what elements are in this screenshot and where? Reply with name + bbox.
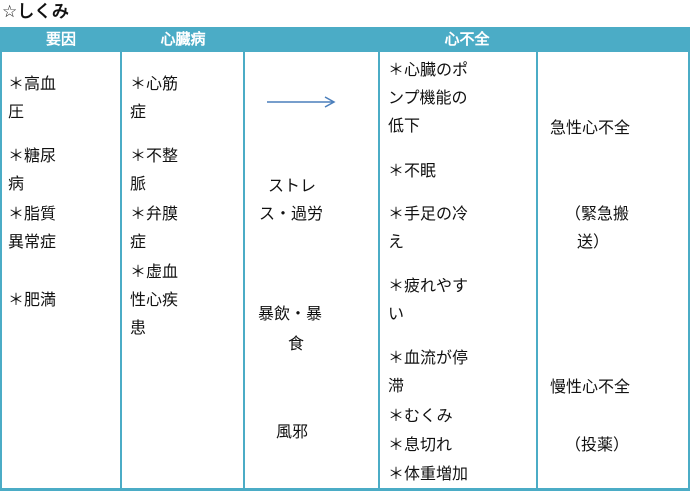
table-header: 要因 心臓病 心不全 — [0, 27, 690, 52]
disease-item: 症 — [130, 102, 147, 121]
disease-item: ＊不整 — [130, 146, 179, 165]
cause-item: ＊糖尿 — [8, 146, 57, 165]
symptom-item: ＊むくみ — [388, 406, 453, 425]
right-arrow-icon — [267, 96, 336, 108]
disease-item: 性心疾 — [130, 290, 179, 309]
header-cause: 要因 — [45, 30, 76, 48]
trigger-item: 風邪 — [276, 422, 309, 441]
outcome-acute: 急性心不全 — [550, 118, 631, 137]
symptom-item: ＊息切れ — [388, 435, 453, 454]
symptom-item: え — [388, 232, 405, 251]
column-divider — [378, 52, 380, 491]
symptom-item: ＊体重増加 — [388, 464, 469, 483]
disease-item: 脈 — [130, 174, 147, 193]
symptom-item: ＊血流が停 — [388, 348, 469, 367]
symptom-item: い — [388, 304, 405, 323]
symptom-item: ＊不眠 — [388, 161, 437, 180]
header-heart-failure: 心不全 — [444, 30, 490, 48]
symptom-item: 低下 — [388, 116, 421, 135]
cause-item: ＊肥満 — [8, 290, 57, 309]
column-divider — [120, 52, 122, 491]
cause-item: 異常症 — [8, 232, 57, 251]
disease-item: ＊心筋 — [130, 74, 179, 93]
column-divider — [243, 52, 245, 491]
disease-item: ＊弁膜 — [130, 204, 179, 223]
column-divider — [688, 52, 690, 491]
disease-item: 症 — [130, 232, 147, 251]
cause-item: ＊脂質 — [8, 204, 57, 223]
outcome-note: （緊急搬 — [565, 204, 630, 223]
table-body — [0, 52, 690, 490]
table-bottom-border — [0, 488, 690, 491]
trigger-item: ストレ — [268, 176, 317, 195]
cause-item: 病 — [8, 174, 25, 193]
page-title: ☆しくみ — [2, 2, 69, 22]
column-divider — [0, 52, 2, 491]
outcome-note: 送） — [577, 232, 610, 251]
outcome-note: （投薬） — [565, 435, 630, 454]
header-heart-disease: 心臓病 — [160, 30, 206, 48]
trigger-item: 食 — [288, 334, 305, 353]
cause-item: ＊高血 — [8, 74, 57, 93]
symptom-item: ＊心臓のポ — [388, 60, 469, 79]
symptom-item: 滞 — [388, 376, 405, 395]
symptom-item: ンプ機能の — [388, 88, 468, 107]
column-divider — [536, 52, 538, 491]
disease-item: ＊虚血 — [130, 262, 179, 281]
disease-item: 患 — [130, 318, 147, 337]
outcome-chronic: 慢性心不全 — [550, 377, 631, 396]
cause-item: 圧 — [8, 102, 25, 121]
symptom-item: ＊疲れやす — [388, 276, 469, 295]
symptom-item: ＊手足の冷 — [388, 204, 469, 223]
trigger-item: ス・過労 — [259, 204, 324, 223]
trigger-item: 暴飲・暴 — [258, 304, 323, 323]
